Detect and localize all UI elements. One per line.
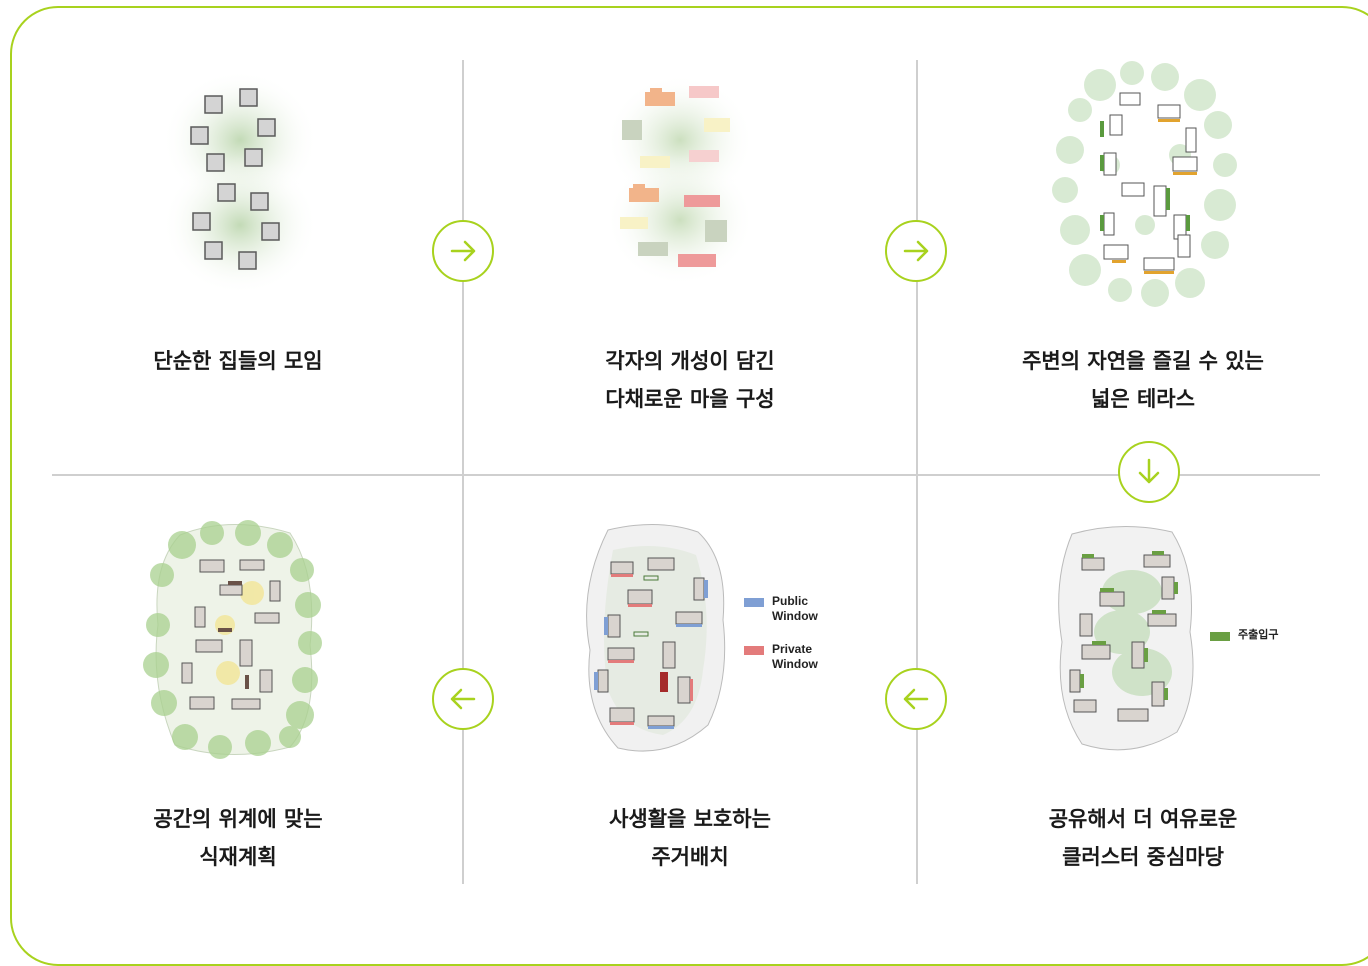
divider-vertical-2 (916, 60, 918, 884)
legend-private-line2: Window (772, 657, 818, 671)
legend-main-entrance: 주출입구 (1210, 628, 1320, 644)
legend-private-line1: Private (772, 642, 813, 656)
arrow-right-icon (432, 220, 494, 282)
divider-horizontal (52, 474, 1320, 476)
arrow-left-icon (885, 668, 947, 730)
legend-swatch-entrance (1210, 632, 1230, 641)
illustration-shared-courtyard (1058, 525, 1194, 751)
legend-public-line2: Window (772, 609, 818, 623)
legend-entrance-label: 주출입구 (1238, 629, 1279, 641)
arrow-right-icon (885, 220, 947, 282)
illustration-privacy-layout (586, 524, 726, 752)
divider-vertical-1 (462, 60, 464, 884)
arrow-left-icon (432, 668, 494, 730)
legend-swatch-public (744, 598, 764, 607)
legend-swatch-private (744, 646, 764, 655)
legend-public-line1: Public (772, 594, 809, 608)
illustration-diverse-village (606, 74, 754, 285)
illustration-simple-houses (162, 70, 318, 290)
illustration-terraces (1052, 61, 1237, 307)
step-caption-1: 단순한 집들의 모임 (153, 349, 323, 373)
illustration-planting-plan (143, 520, 322, 759)
arrow-down-icon (1118, 441, 1180, 503)
